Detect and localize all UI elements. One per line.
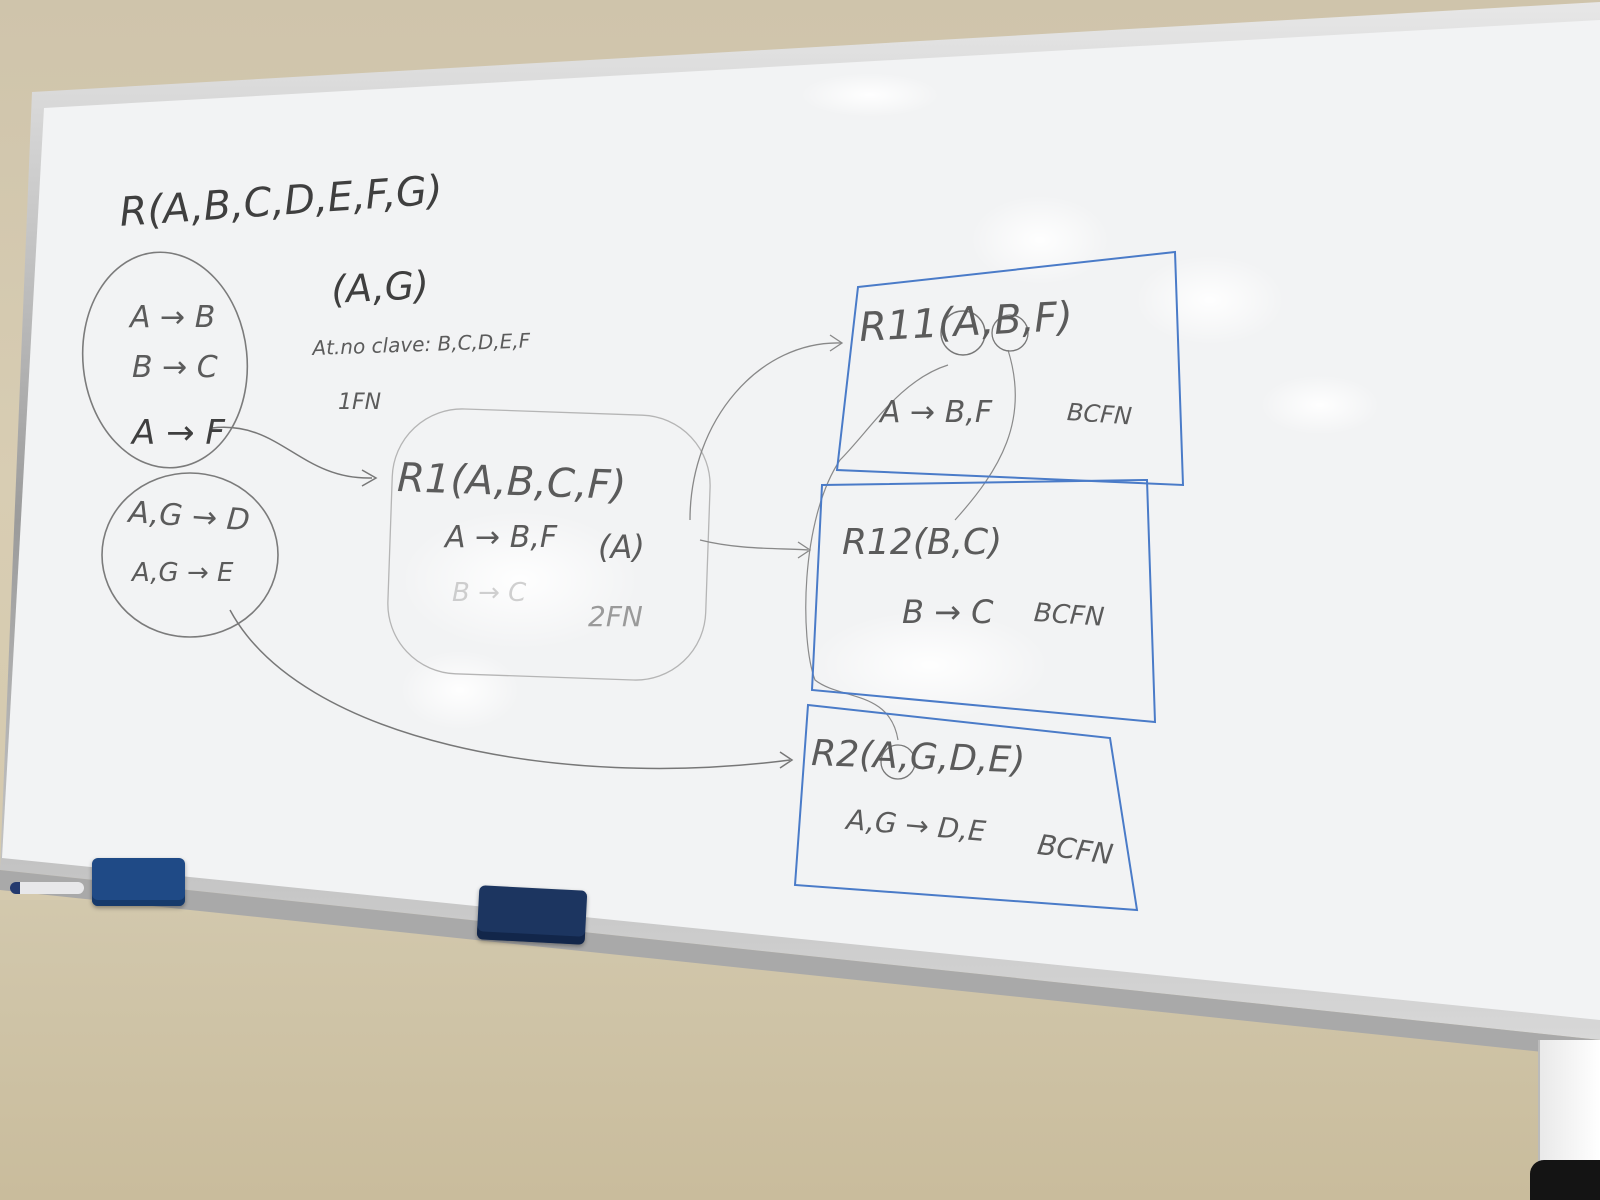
- r11-box: [835, 250, 1185, 487]
- arrow-to-r11: [689, 342, 843, 521]
- fd-a-b: A → B: [130, 300, 216, 335]
- r2-box: [793, 703, 1139, 912]
- r1-title: R1(A,B,C,F): [396, 455, 627, 509]
- r11-normal-form: BCFN: [1066, 398, 1133, 431]
- r12-normal-form: BCFN: [1032, 598, 1106, 633]
- fd-a-f: A → F: [132, 413, 225, 453]
- r12-fd: B → C: [902, 593, 994, 631]
- arrow-to-r1: [211, 426, 373, 479]
- r1-key: (A): [598, 528, 645, 566]
- fd-group-1-outline: [81, 251, 249, 469]
- whiteboard-marker[interactable]: [10, 882, 84, 894]
- r2-title: R2(A,G,D,E): [810, 733, 1026, 782]
- key-link-b: [954, 349, 1016, 521]
- key-link-a: [805, 364, 949, 741]
- arrow-to-r12: [699, 539, 809, 551]
- r1-fd-2: B → C: [452, 578, 527, 608]
- r12-box: [810, 478, 1157, 724]
- blue-eraser[interactable]: [92, 858, 185, 906]
- arrow-to-r2: [229, 609, 791, 770]
- r1-fd-1: A → B,F: [445, 520, 558, 555]
- dark-blue-eraser[interactable]: [476, 885, 588, 945]
- dark-object: [1530, 1160, 1600, 1200]
- r12-title: R12(B,C): [842, 522, 1003, 563]
- white-object: [1538, 1040, 1600, 1180]
- normal-form-1fn: 1FN: [338, 390, 382, 415]
- r1-outline: [387, 408, 711, 681]
- board-tray: [0, 870, 1600, 1058]
- fd-group-2-outline: [101, 472, 279, 638]
- primary-key: (A,G): [330, 262, 431, 312]
- fd-ag-e: A,G → E: [132, 558, 234, 588]
- r1-normal-form: 2FN: [588, 600, 643, 633]
- fd-b-c: B → C: [132, 350, 218, 385]
- r11-fd: A → B,F: [880, 395, 993, 430]
